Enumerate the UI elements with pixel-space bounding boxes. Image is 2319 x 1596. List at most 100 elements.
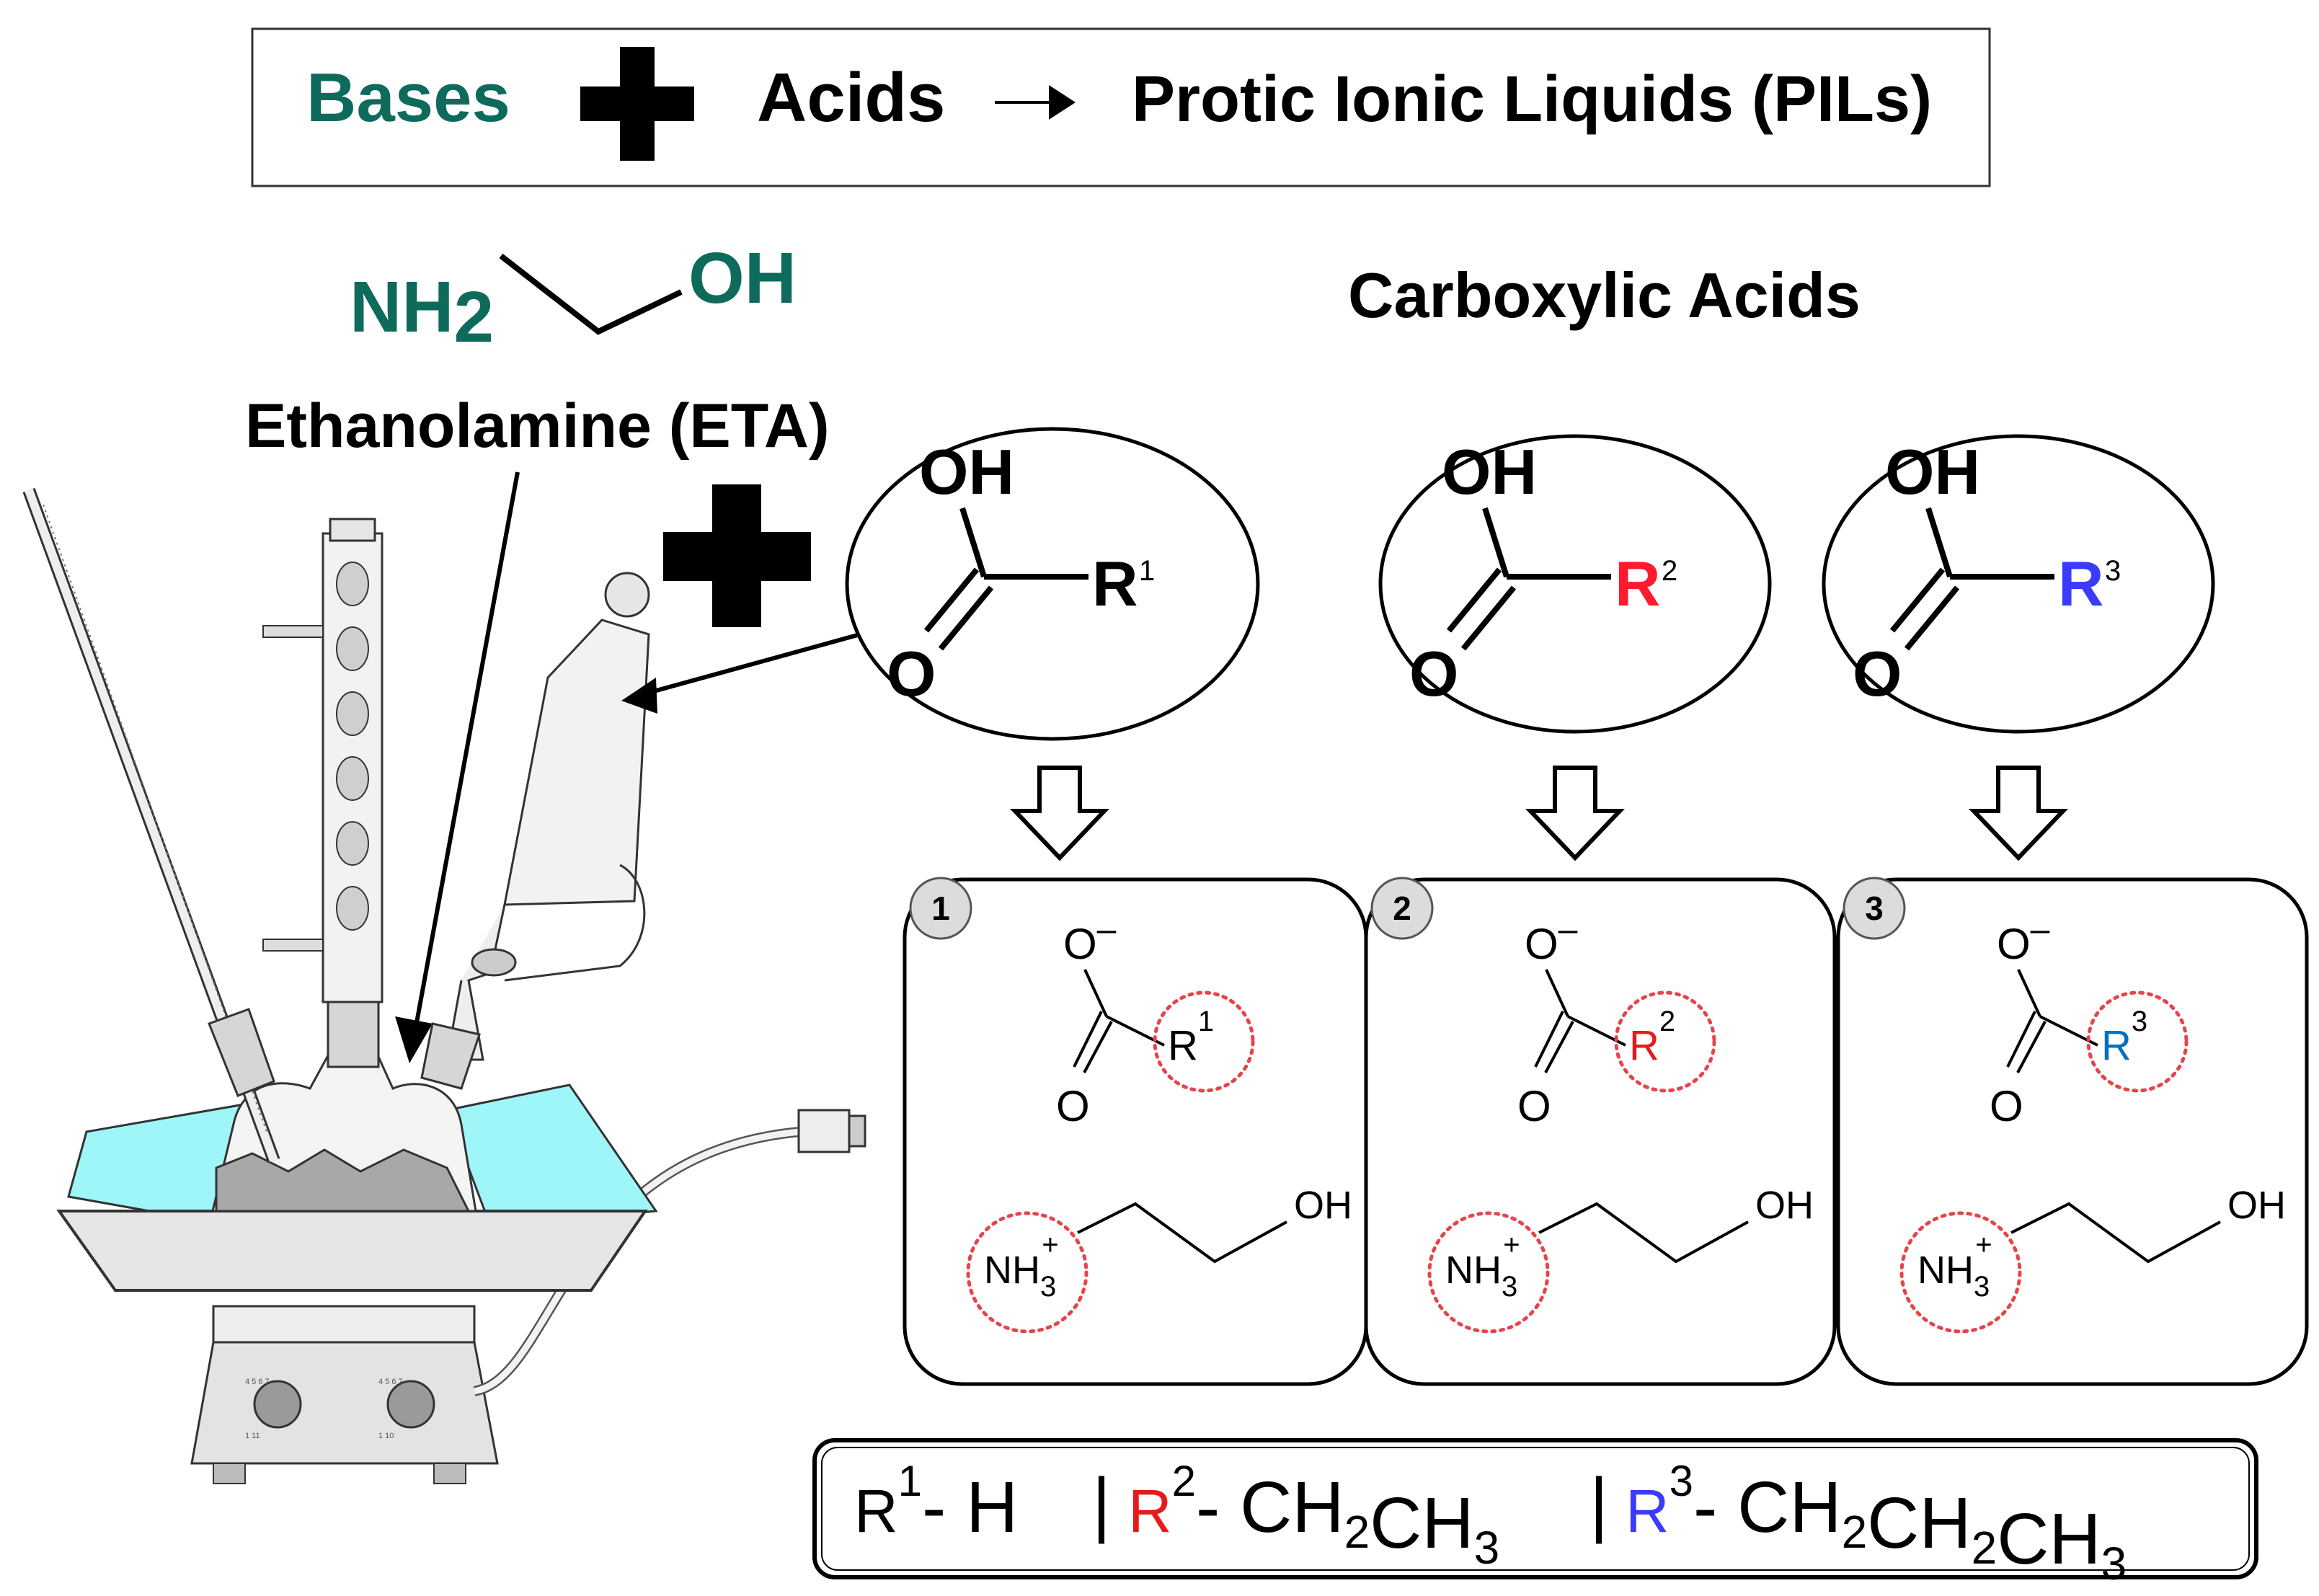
acid-circle (1378, 434, 1772, 734)
legend-item-r1: R1- H (854, 1457, 1018, 1548)
acid-r-index: 2 (1662, 555, 1677, 587)
acid-o-label: O (1853, 638, 1902, 709)
addition-funnel-icon (420, 572, 650, 1090)
carboxylate-o-minus: O– (1525, 910, 1578, 968)
index-badge-label: 2 (1393, 890, 1411, 927)
ammonium-highlight (1427, 1211, 1550, 1334)
eta-nh-text: NH (350, 267, 453, 347)
big-plus-icon (663, 484, 811, 627)
salt-r-label: R2 (1629, 1006, 1675, 1069)
ammonium-highlight (1899, 1211, 2022, 1334)
svg-text:4 5 6 7: 4 5 6 7 (378, 1378, 403, 1386)
acid-circle (1822, 434, 2215, 734)
eta-pointer-head (395, 1016, 433, 1063)
acid-oh-label: OH (1442, 436, 1537, 507)
r-group-legend: R1- H|R2- CH2CH3|R3- CH2CH2CH3 (812, 1438, 2258, 1590)
cation-oh-label: OH (1755, 1184, 1814, 1227)
header-reaction-box: Bases Acids Protic Ionic Liquids (PILs) (251, 27, 1991, 187)
r-group-highlight (1153, 990, 1255, 1093)
acid-r-label: R (1092, 548, 1138, 619)
ammonium-label: NH3+ (1445, 1229, 1520, 1303)
condenser-icon (262, 518, 383, 1068)
svg-text:4 5 6 7: 4 5 6 7 (245, 1378, 270, 1386)
legend-divider: | (1092, 1463, 1111, 1544)
salt-box-frame (1836, 877, 2309, 1386)
svg-text:1 11: 1 11 (245, 1432, 260, 1440)
acid-o-label: O (887, 638, 936, 709)
ammonium-label: NH3+ (1917, 1229, 1992, 1303)
acid-bond (1904, 585, 1960, 651)
acid-r-label: R (1615, 548, 1661, 619)
reaction-arrow-icon (995, 85, 1076, 120)
carboxylate-o: O (1517, 1082, 1551, 1130)
legend-item-r2: R2- CH2CH3 (1128, 1457, 1499, 1574)
acid-r-index: 1 (1139, 555, 1155, 587)
r-group-highlight (1614, 990, 1716, 1093)
plus-icon (580, 47, 694, 161)
down-arrow-icon (1525, 766, 1626, 861)
ammonium-highlight (966, 1211, 1088, 1334)
salt-bond (1083, 1021, 1113, 1073)
ethanol-chain (1077, 1202, 1287, 1264)
acid-bond (938, 585, 994, 651)
salt-r-label: R3 (2101, 1006, 2147, 1069)
salt-r-label: R1 (1168, 1006, 1214, 1069)
acid-bond (1889, 567, 1946, 633)
salt-bond (1073, 1011, 1103, 1068)
bases-label: Bases (306, 59, 510, 136)
acid-bond (1482, 507, 1509, 578)
index-badge-label: 3 (1865, 890, 1884, 927)
salt-bond (2016, 1021, 2047, 1073)
acid-oh-label: OH (919, 436, 1014, 507)
eta-pointer-arrow (412, 471, 520, 1035)
salt-bond (1544, 1021, 1574, 1073)
index-badge-label: 1 (931, 890, 950, 927)
ethanolamine-name: Ethanolamine (ETA) (245, 391, 830, 461)
svg-text:1 10: 1 10 (378, 1432, 394, 1440)
carboxylate-o-minus: O– (1063, 910, 1117, 968)
down-arrow-icon (1968, 766, 2069, 861)
acid-r-label: R (2058, 548, 2104, 619)
salt-bond (1545, 969, 1569, 1017)
index-badge (909, 877, 972, 940)
acid-bond (1446, 567, 1502, 633)
acid-bond (1460, 585, 1517, 651)
reaction-apparatus-illustration: 4 5 6 7 4 5 6 7 1 11 1 10 (22, 487, 866, 1484)
r-group-highlight (2086, 990, 2189, 1093)
pils-label: Protic Ionic Liquids (PILs) (1132, 63, 1932, 136)
acid-bond (1925, 507, 1953, 578)
salt-bond (2017, 969, 2041, 1017)
knob-right-icon (386, 1380, 435, 1429)
acid-bond (923, 567, 980, 633)
index-badge (1843, 877, 1906, 940)
salt-box-frame (903, 877, 1368, 1386)
acid-bond (959, 507, 987, 578)
ethanolamine-structure: NH2 OH (350, 238, 797, 358)
eta-oh-text: OH (688, 238, 797, 319)
acid-r-index: 3 (2105, 555, 2121, 587)
legend-divider: | (1589, 1463, 1608, 1544)
cation-oh-label: OH (1294, 1184, 1352, 1227)
down-arrow-icon (1009, 766, 1110, 861)
carboxylate-o-minus: O– (1997, 910, 2050, 968)
salt-bond (1083, 969, 1108, 1017)
svg-text:NH2: NH2 (350, 267, 494, 358)
acid-circle (845, 427, 1260, 741)
carboxylic-acids-title: Carboxylic Acids (1348, 260, 1861, 331)
acid-o-label: O (1409, 638, 1458, 709)
salt-box-frame (1364, 877, 1837, 1386)
hot-plate-stirrer: 4 5 6 7 4 5 6 7 1 11 1 10 (190, 1109, 866, 1484)
acids-label: Acids (757, 59, 945, 136)
ethanol-chain (1538, 1202, 1749, 1264)
legend-item-r3: R3- CH2CH2CH3 (1626, 1457, 2127, 1590)
carboxylate-o: O (1990, 1082, 2023, 1130)
acid-pointer-head (621, 678, 657, 714)
